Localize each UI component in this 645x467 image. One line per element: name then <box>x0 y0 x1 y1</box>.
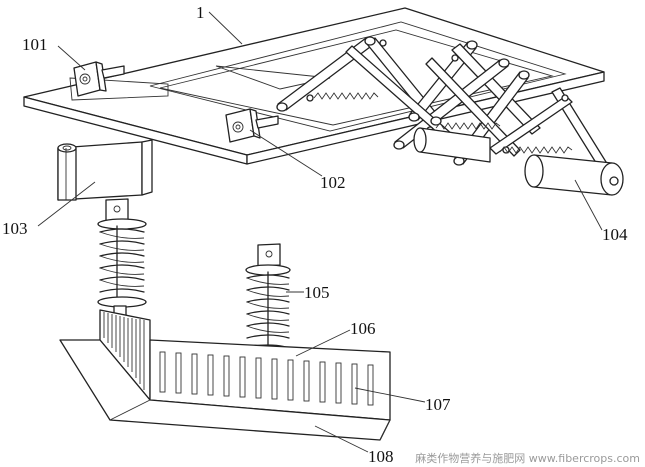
tension-spring-1 <box>313 92 379 100</box>
label-108: 108 <box>368 447 394 466</box>
label-103: 103 <box>2 219 28 238</box>
label-105: 105 <box>304 283 330 302</box>
tension-spring-2 <box>435 122 501 130</box>
bracket-101 <box>73 61 125 97</box>
leader-lines <box>37 11 603 453</box>
blade-assembly <box>59 309 391 441</box>
label-104: 104 <box>602 225 628 244</box>
label-101: 101 <box>22 35 48 54</box>
label-106: 106 <box>350 319 376 338</box>
label-1: 1 <box>196 3 205 22</box>
watermark-text: 麻类作物营养与施肥网 www.fibercrops.com <box>415 451 640 465</box>
spring-assembly-left <box>97 198 147 317</box>
label-107: 107 <box>425 395 451 414</box>
part-labels: 1 101 102 103 104 105 106 107 108 <box>2 3 628 466</box>
support-block-103 <box>57 139 153 201</box>
spring-assembly-105 <box>245 243 291 356</box>
comb-teeth <box>103 312 145 390</box>
bracket-102 <box>225 108 279 143</box>
roller-104 <box>413 127 624 196</box>
label-102: 102 <box>320 173 346 192</box>
back-plate-slots <box>159 351 374 406</box>
tension-spring-3 <box>499 146 573 154</box>
